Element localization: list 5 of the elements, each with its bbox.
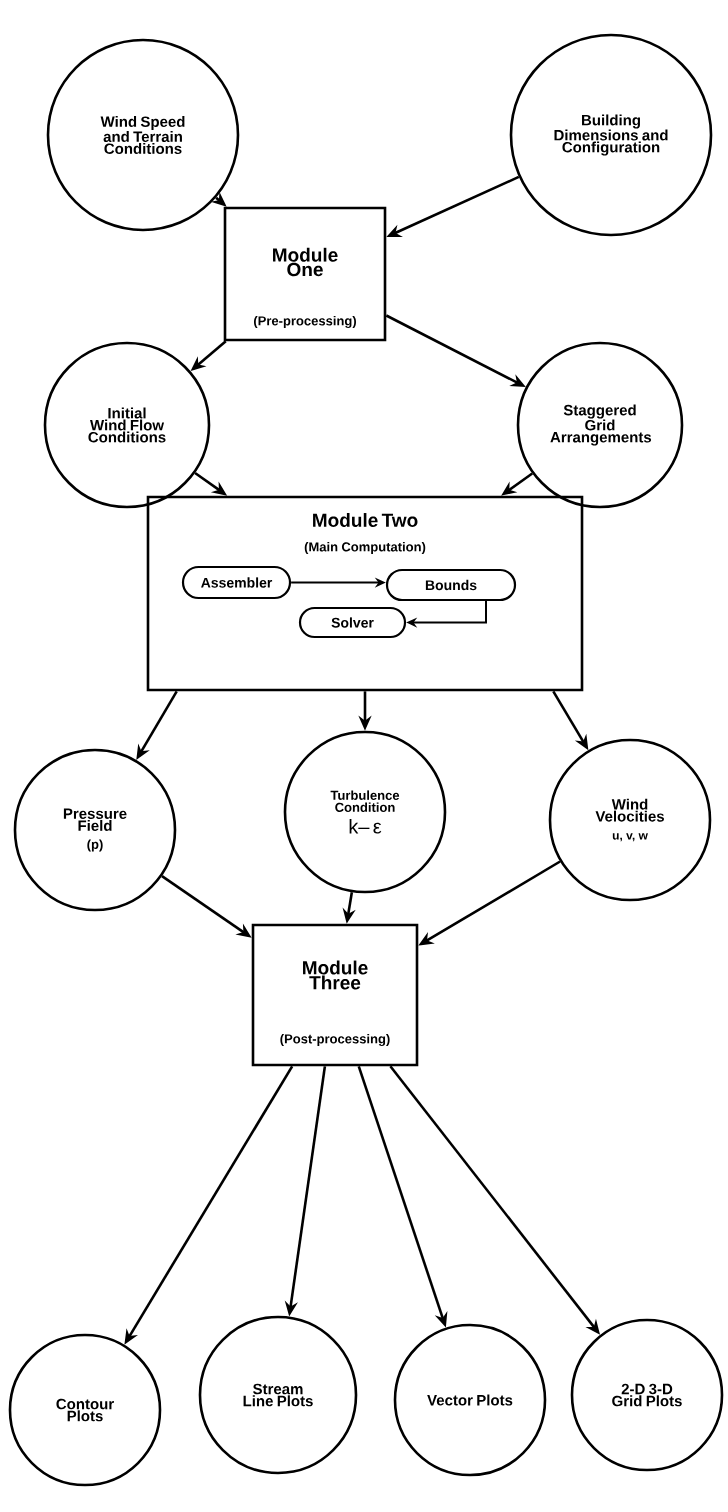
module-box: Module Three (Post-processing) <box>251 923 419 1067</box>
module-box: Module One (Pre-processing) <box>223 206 387 342</box>
step-box: Bounds <box>385 568 517 602</box>
step-box: Solver <box>298 606 407 639</box>
step-box: Assembler <box>181 565 292 600</box>
